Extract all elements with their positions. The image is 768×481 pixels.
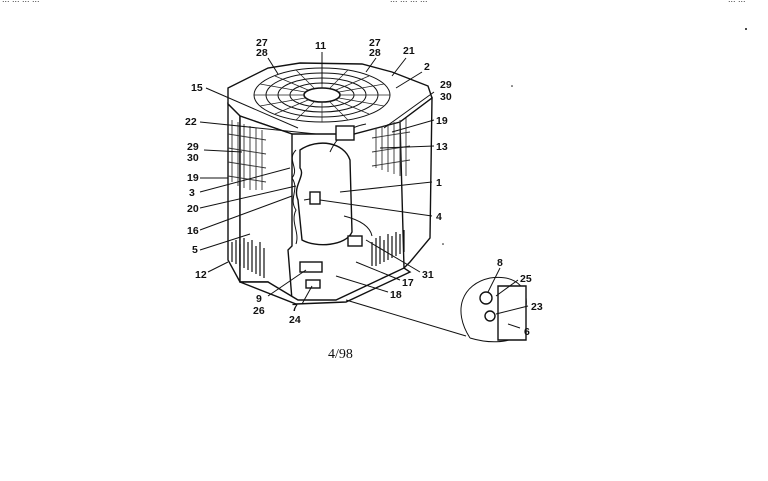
detail-valve-upper bbox=[479, 291, 493, 305]
label-20: 20 bbox=[187, 203, 199, 215]
detail-valve-lower bbox=[484, 310, 496, 322]
valve-detail-inset bbox=[345, 276, 527, 343]
left-front-panel bbox=[239, 115, 293, 302]
condenser-unit-drawing bbox=[227, 62, 433, 305]
label-5: 5 bbox=[192, 244, 198, 256]
compressor-cutaway-edge bbox=[291, 149, 298, 245]
label-3: 3 bbox=[189, 187, 195, 199]
label-30-left: 30 bbox=[187, 152, 199, 164]
left-lower-coil-fins bbox=[231, 238, 265, 278]
label-2: 2 bbox=[424, 61, 430, 73]
compressor bbox=[295, 142, 353, 246]
header-left: ... ... ... ... bbox=[2, 0, 40, 4]
label-19-left: 19 bbox=[187, 172, 199, 184]
label-1: 1 bbox=[436, 177, 442, 189]
compressor-terminal bbox=[309, 191, 321, 205]
label-16: 16 bbox=[187, 225, 199, 237]
label-19-right: 19 bbox=[436, 115, 448, 127]
label-6: 6 bbox=[524, 326, 530, 338]
label-7: 7 bbox=[292, 302, 298, 314]
label-22: 22 bbox=[185, 116, 197, 128]
label-4: 4 bbox=[436, 211, 442, 223]
label-9: 9 bbox=[256, 293, 262, 305]
label-15: 15 bbox=[191, 82, 203, 94]
label-17: 17 bbox=[402, 277, 414, 289]
label-8-top: 8 bbox=[497, 257, 503, 269]
label-24: 24 bbox=[289, 314, 301, 326]
label-13: 13 bbox=[436, 141, 448, 153]
base-valve bbox=[299, 261, 323, 273]
label-27-top-right: 27 bbox=[369, 37, 381, 49]
label-23: 23 bbox=[531, 301, 543, 313]
base-pan bbox=[239, 267, 412, 305]
label-26: 26 bbox=[253, 305, 265, 317]
stray-dot bbox=[745, 28, 747, 30]
detail-bracket bbox=[497, 285, 527, 341]
part-number-labels: 27 28 11 27 28 21 2 29 30 15 22 29 30 19… bbox=[185, 37, 543, 338]
base-fitting bbox=[305, 279, 321, 289]
fan-grille bbox=[253, 67, 391, 123]
leader-lines bbox=[199, 52, 529, 329]
label-29-right: 29 bbox=[440, 79, 452, 91]
service-valve bbox=[347, 235, 363, 247]
cropped-header: ... ... ... ... ... ... ... ... ... ... bbox=[2, 0, 746, 4]
header-center: ... ... ... ... bbox=[390, 0, 428, 4]
label-29-left: 29 bbox=[187, 141, 199, 153]
stray-dot bbox=[442, 243, 444, 245]
label-31: 31 bbox=[422, 269, 434, 281]
label-11: 11 bbox=[315, 40, 326, 52]
label-18: 18 bbox=[390, 289, 402, 301]
stray-dot bbox=[511, 85, 513, 87]
right-lower-coil-fins bbox=[371, 230, 405, 266]
label-27-top-left: 27 bbox=[256, 37, 268, 49]
label-28-top-right: 28 bbox=[369, 47, 381, 59]
label-28-top-left: 28 bbox=[256, 47, 268, 59]
left-coil-grille bbox=[227, 120, 267, 190]
label-12: 12 bbox=[195, 269, 207, 281]
detail-callout-line bbox=[345, 299, 467, 337]
label-25: 25 bbox=[520, 273, 532, 285]
label-30-right: 30 bbox=[440, 91, 452, 103]
right-panel bbox=[399, 96, 433, 270]
control-box bbox=[335, 125, 355, 141]
label-21: 21 bbox=[403, 45, 415, 57]
date-caption: 4/98 bbox=[328, 347, 353, 362]
header-right: ... ... bbox=[728, 0, 746, 4]
